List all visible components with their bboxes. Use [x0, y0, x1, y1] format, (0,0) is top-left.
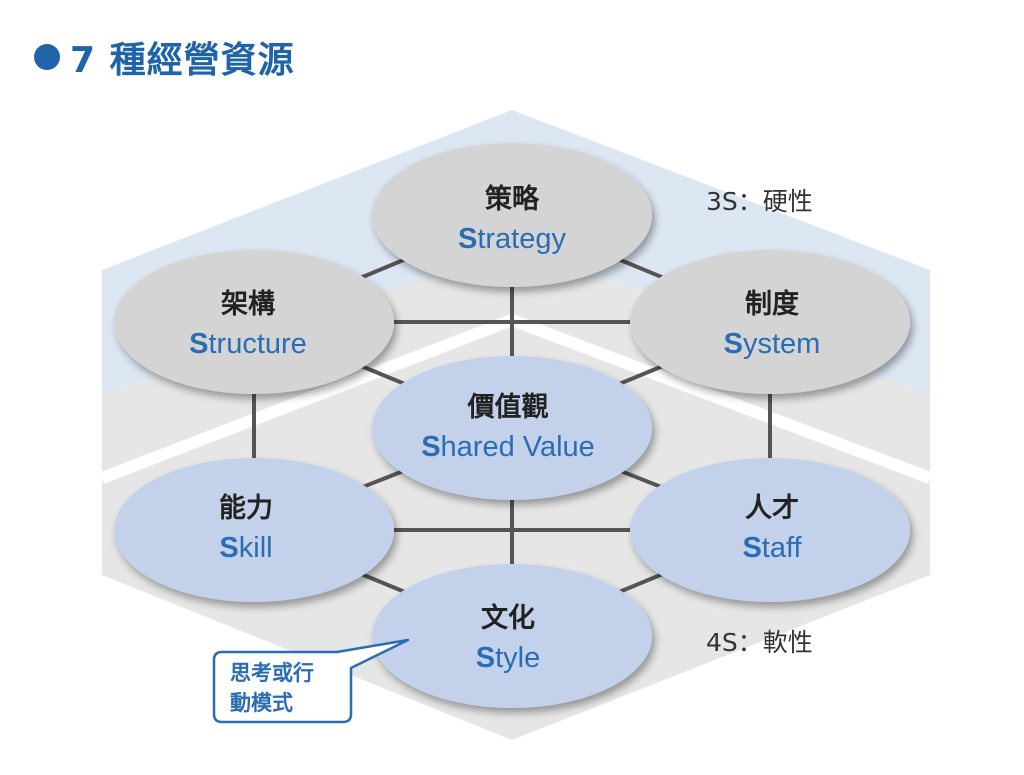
style-callout: 思考或行 動模式 [212, 638, 410, 724]
node-skill: 能力 Skill [114, 458, 394, 602]
callout-line-1: 思考或行 [230, 661, 314, 685]
node-style: 文化 Style [372, 564, 652, 708]
node-shared-value-ellipse [372, 356, 652, 500]
node-structure-ellipse [114, 250, 394, 394]
node-shared-value: 價值觀 Shared Value [372, 356, 652, 500]
node-shared-value-cn: 價值觀 [467, 392, 549, 423]
bullet-dot-icon [34, 44, 60, 70]
node-structure: 架構 Structure [114, 250, 394, 394]
node-strategy-cn: 策略 [485, 183, 540, 215]
node-structure-cn: 架構 [221, 289, 275, 320]
node-structure-en: Structure [189, 328, 307, 360]
node-system: 制度 System [630, 250, 910, 394]
node-strategy: 策略 Strategy [372, 143, 652, 287]
node-shared-value-en: Shared Value [421, 431, 595, 463]
page-title-text: 7 種經營資源 [70, 40, 295, 81]
node-staff-ellipse [630, 458, 910, 602]
node-skill-ellipse [114, 458, 394, 602]
callout-line-2: 動模式 [230, 691, 293, 715]
node-strategy-ellipse [372, 143, 652, 287]
node-system-ellipse [630, 250, 910, 394]
node-system-en: System [724, 328, 821, 360]
node-style-ellipse [372, 564, 652, 708]
node-strategy-en: Strategy [458, 223, 567, 255]
hard-group-label: 3S：硬性 [706, 187, 813, 216]
soft-group-label: 4S：軟性 [706, 628, 813, 657]
node-staff-en: Staff [742, 532, 802, 564]
node-staff-cn: 人才 [745, 493, 799, 524]
node-style-cn: 文化 [481, 602, 535, 634]
callout-bubble [212, 638, 410, 724]
node-skill-en: Skill [219, 532, 272, 564]
page-title: 7 種經營資源 [34, 32, 295, 82]
node-style-en: Style [476, 642, 540, 674]
node-staff: 人才 Staff [630, 458, 910, 602]
node-system-cn: 制度 [745, 288, 799, 320]
node-skill-cn: 能力 [219, 492, 273, 524]
